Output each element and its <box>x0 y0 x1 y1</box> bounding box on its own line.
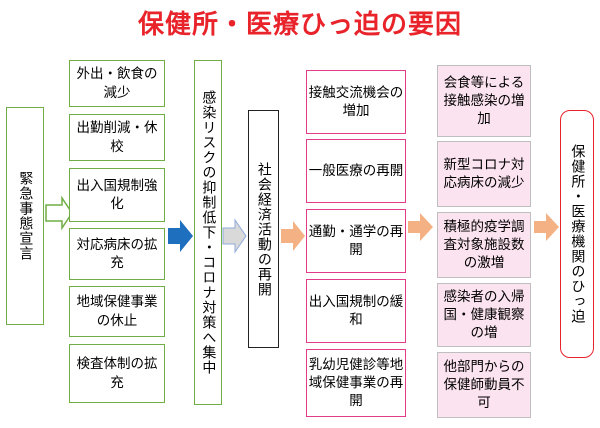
change-box: 通勤・通学の再開 <box>306 209 406 273</box>
arrow-start-to-measures <box>45 195 73 231</box>
cause-box: 他部門からの保健師動員不可 <box>437 352 531 418</box>
measure-box: 地域保健事業の休止 <box>69 286 165 337</box>
result-box: 保健所・医療機関のひっ迫 <box>560 110 594 358</box>
change-box: 一般医療の再開 <box>306 139 406 203</box>
cause-box: 積極的疫学調査対象施設数の激増 <box>437 212 531 278</box>
page-title: 保健所・医療ひっ迫の要因 <box>137 10 462 40</box>
effect-box: 感染リスクの抑制低下・コロナ対策へ集中 <box>194 60 222 405</box>
arrow-causes-to-result <box>534 213 559 241</box>
arrow-restart-to-changes <box>281 221 305 251</box>
cause-box: 感染者の入帰国・健康観察の増 <box>437 283 531 347</box>
cause-box: 新型コロナ対応病床の減少 <box>437 141 531 207</box>
measure-box: 対応病床の拡充 <box>69 228 165 280</box>
restart-box: 社会経済活動の再開 <box>248 110 279 348</box>
change-box: 乳幼児健診等地域保健事業の再開 <box>306 349 406 417</box>
cause-box: 会食等による接触感染の増加 <box>437 65 531 137</box>
arrow-changes-to-causes <box>408 213 433 241</box>
measure-box: 検査体制の拡充 <box>69 344 165 403</box>
arrow-effect-to-restart <box>222 218 247 254</box>
change-box: 出入国規制の緩和 <box>306 279 406 343</box>
start-box: 緊急事態宣言 <box>6 107 44 325</box>
measure-box: 出勤削減・休校 <box>69 114 165 161</box>
change-box: 接触交流機会の増加 <box>306 70 406 134</box>
measure-box: 出入国規制強化 <box>69 168 165 222</box>
arrow-measures-to-effect <box>168 220 193 252</box>
measure-box: 外出・飲食の減少 <box>69 60 165 107</box>
